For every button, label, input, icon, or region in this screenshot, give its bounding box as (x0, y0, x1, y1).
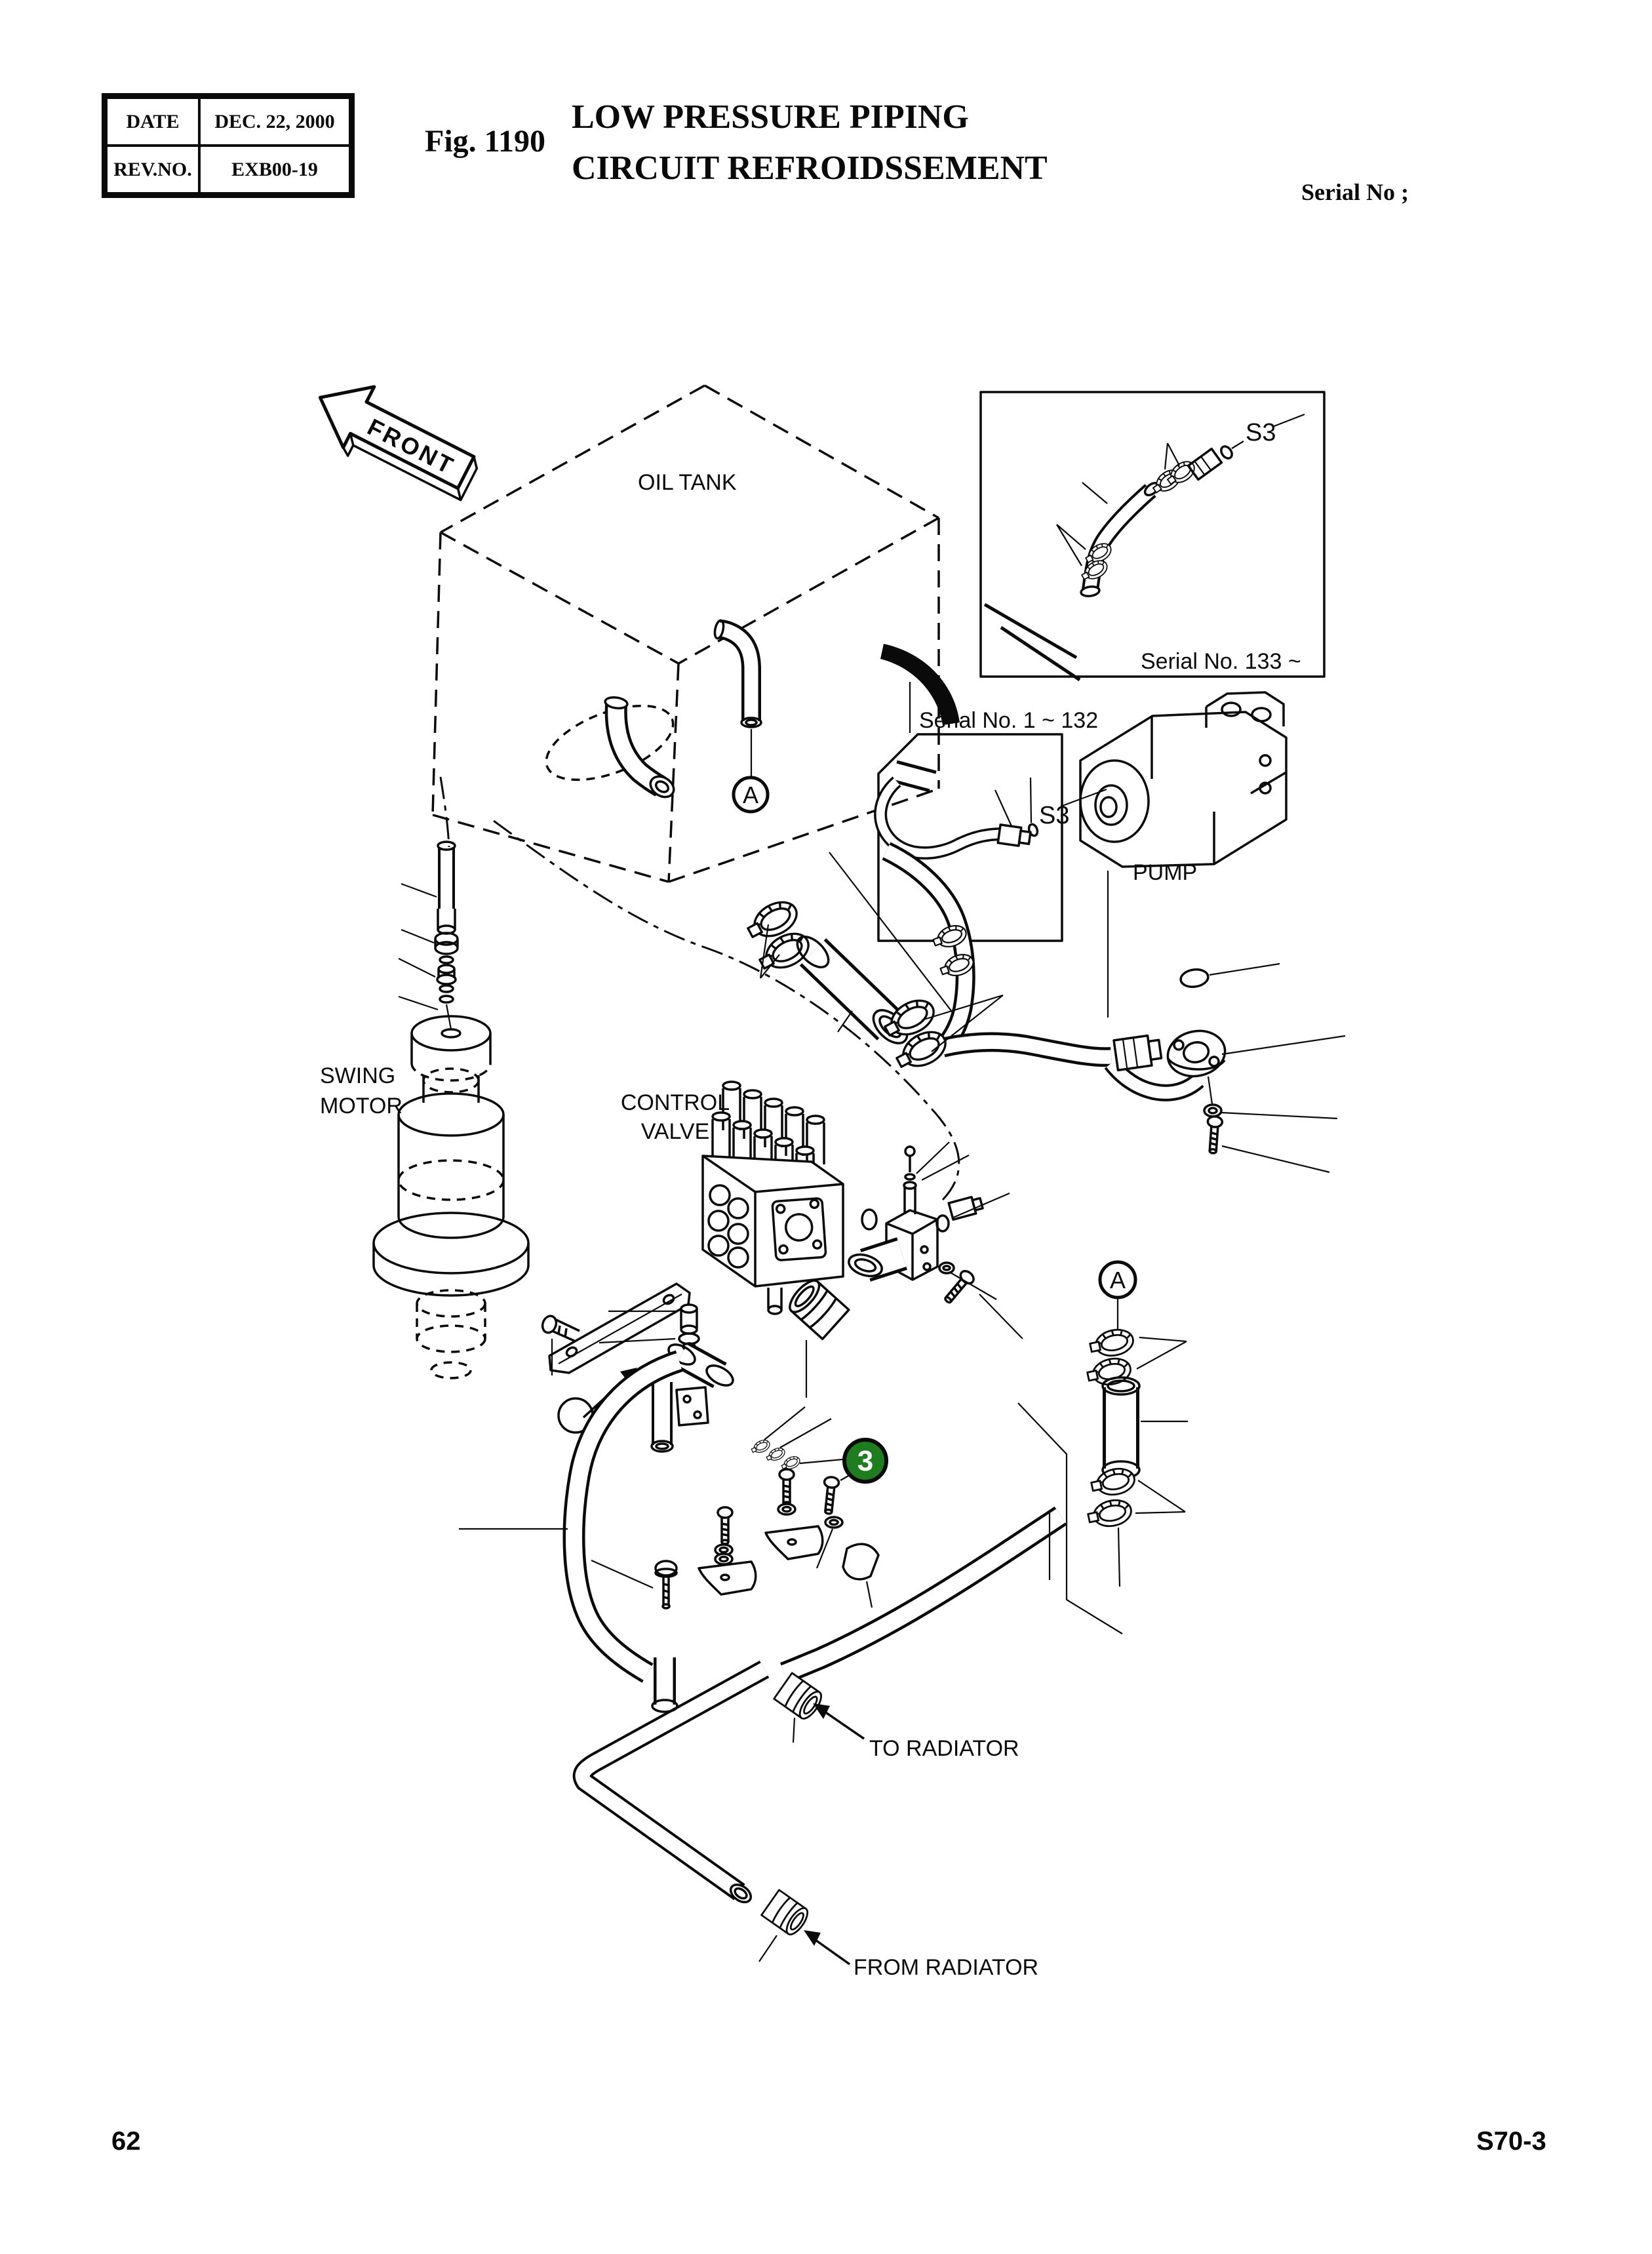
title-line-2: CIRCUIT REFROIDSSEMENT (572, 149, 1048, 187)
control-valve-label-2: VALVE (641, 1119, 710, 1144)
main-hose-and-clamps (742, 894, 1004, 1077)
hose-routing-centerlines (439, 776, 960, 1201)
pipe-clamp-hardware (591, 1468, 824, 1610)
doc-code: S70-3 (1476, 2127, 1546, 2156)
callout-a-tank (732, 776, 770, 814)
suction-hose-assembly (829, 842, 1346, 1174)
callout-a-hose (1098, 1260, 1137, 1299)
arrowhead-icon (813, 1703, 830, 1719)
page-number: 62 (111, 2127, 141, 2156)
radiator-pipe-assembly (572, 1506, 1067, 1904)
callout-a-hose-label: A (1110, 1267, 1126, 1294)
tee-pipe-assembly (459, 1303, 734, 1683)
o-ring (1179, 968, 1210, 988)
arrowhead-icon (804, 1930, 821, 1946)
oil-tank-drawing: OIL TANK A (431, 384, 940, 883)
from-radiator-group: FROM RADIATOR (758, 1889, 1038, 1980)
hose-coupling (783, 1275, 850, 1341)
front-direction-arrow-icon: FRONT (318, 385, 479, 502)
date-label: DATE (106, 98, 199, 146)
oil-tank-label: OIL TANK (638, 470, 737, 495)
badge-3-group: 3 (749, 1406, 888, 1569)
manifold-block-assembly (848, 1141, 1023, 1339)
inset-serial-1-132: Serial No. 1 ~ 132 S3 (874, 708, 1107, 942)
serial-1-132-caption: Serial No. 1 ~ 132 (919, 708, 1098, 733)
swing-motor-label-2: MOTOR (320, 1094, 403, 1118)
serial-133-caption: Serial No. 133 ~ (1141, 649, 1301, 674)
curved-arrow-icon (880, 644, 960, 725)
control-valve-drawing: CONTROL VALVE (621, 1080, 844, 1315)
to-radiator-label: TO RADIATOR (869, 1736, 1019, 1761)
inset-serial-133: S3 Serial No. 133 ~ (979, 391, 1326, 682)
control-valve-label-1: CONTROL (621, 1090, 730, 1115)
callout-a-tank-label: A (743, 781, 758, 808)
rev-value: EXB00-19 (199, 146, 350, 193)
rev-label: REV.NO. (106, 146, 199, 193)
swing-motor-group: SWING MOTOR (320, 840, 530, 1379)
figure-number: Fig. 1190 (425, 124, 546, 159)
date-value: DEC. 22, 2000 (199, 98, 350, 146)
item-3-badge-label: 3 (857, 1445, 873, 1477)
suction-flange (1166, 1029, 1227, 1078)
swing-motor-label-1: SWING (320, 1063, 395, 1088)
pump-drawing: PUMP (1079, 691, 1288, 1018)
serial-no-note: Serial No ; (1301, 179, 1409, 205)
to-radiator-group: TO RADIATOR (773, 1672, 1019, 1761)
revision-table: DATE DEC. 22, 2000 REV.NO. EXB00-19 (102, 93, 355, 198)
page-title: LOW PRESSURE PIPING CIRCUIT REFROIDSSEME… (572, 92, 1048, 194)
title-line-1: LOW PRESSURE PIPING (572, 98, 969, 136)
s3-lower-label: S3 (1039, 802, 1069, 829)
hose-a-assembly: A (1017, 1260, 1188, 1634)
pump-label: PUMP (1133, 860, 1197, 885)
from-radiator-label: FROM RADIATOR (854, 1955, 1038, 1980)
item-3-badge (842, 1438, 888, 1484)
s3-upper-label: S3 (1246, 419, 1276, 446)
